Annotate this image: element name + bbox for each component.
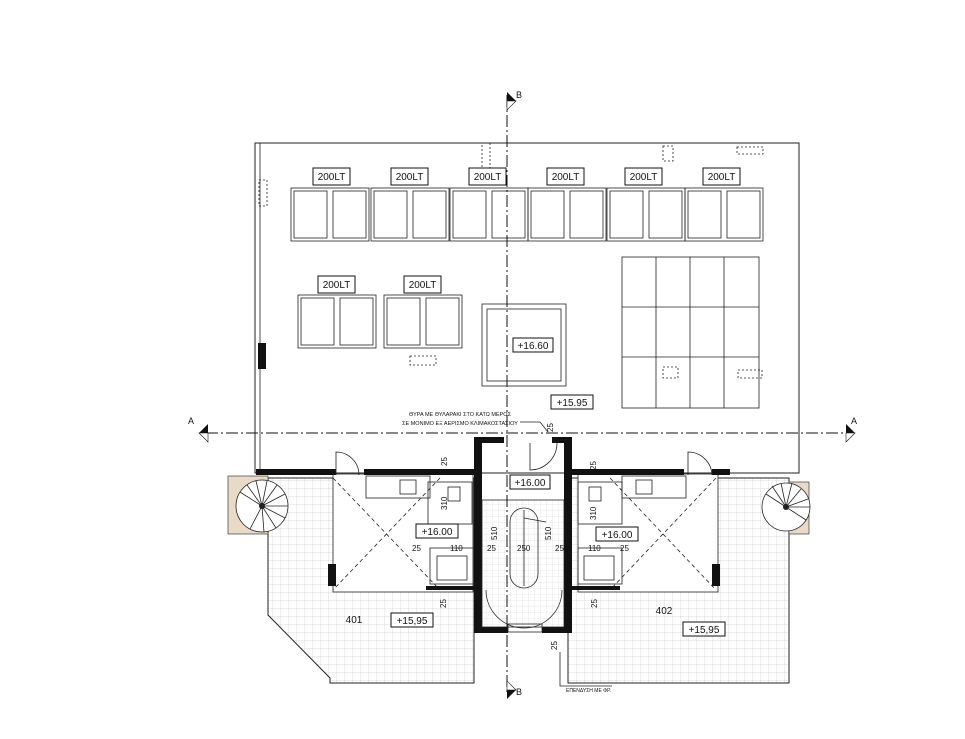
spiral-stair-left [227,475,289,535]
water-tank-6: 200LT [702,167,741,186]
dim-25: 25 [440,457,449,466]
level-stair-core: +16.00 [515,478,546,489]
section-b-top-label: B [516,90,522,100]
section-b-top-marker [507,92,516,101]
dim-25: 25 [590,599,599,608]
unit-401: 401 [346,615,363,626]
main-staircase [481,499,565,633]
water-tank-1: 200LT [312,167,351,186]
tank-label: 200LT [396,172,424,183]
water-tank-8: 200LT [403,275,442,294]
tank-label: 200LT [552,172,580,183]
section-a-right-label: A [851,416,857,426]
dim-25: 25 [487,544,496,553]
stair-roof-box: +16.60 [481,303,567,387]
dim-25: 25 [589,461,598,470]
water-tank-2: 200LT [390,167,429,186]
dim-25: 25 [546,423,555,432]
water-tank-7: 200LT [317,275,356,294]
dim-310: 310 [589,506,598,520]
dim-110: 110 [588,544,601,553]
level-terrace-right: +15,95 [689,625,720,636]
tank-label: 200LT [318,172,346,183]
unit-402: 402 [656,606,673,617]
dim-110: 110 [450,544,463,553]
water-tank-5: 200LT [624,167,663,186]
level-apt-right: +16.00 [602,530,633,541]
section-b-bottom-marker [507,690,516,699]
door-note-line2: ΣΕ ΜΟΝΙΜΟ ΕΞ ΑΕΡΙΣΜΟ ΚΛΙΜΑΚΟΣΤΑΣΙΟΥ [402,421,518,427]
section-a-left-marker [199,424,208,433]
section-a-right-marker [846,424,855,433]
dim-250: 250 [517,544,531,553]
section-a-left-label: A [188,416,194,426]
photovoltaic-array [621,256,763,409]
tank-label: 200LT [474,172,502,183]
tank-label: 200LT [323,280,351,291]
tank-label: 200LT [630,172,658,183]
solar-panels-top-row [290,187,764,242]
tank-label: 200LT [409,280,437,291]
covering-note: ΕΠΕΝΔΥΣΗ ΜΕ ΦΡ. [566,688,611,694]
dim-25: 25 [555,544,564,553]
dimensions: 25 110 25 250 25 110 25 25 310 510 510 2… [412,423,629,650]
water-tank-4: 200LT [546,167,585,186]
roof-outline [254,142,800,474]
walls [256,437,730,633]
level-roof-top: +16.60 [518,341,549,352]
dim-25: 25 [620,544,629,553]
level-roof: +15.95 [557,398,588,409]
solar-panels-middle-row [297,294,463,349]
dim-310: 310 [440,496,449,510]
tank-label: 200LT [708,172,736,183]
spiral-stair-right [761,481,811,535]
level-terrace-left: +15,95 [397,616,428,627]
level-apt-left: +16.00 [422,527,453,538]
dim-510: 510 [544,526,553,540]
door-note-line1: ΘΥΡΑ ΜΕ ΘΥΛΑΡΑΚΙ ΣΤΟ ΚΑΤΩ ΜΕΡΟΣ [409,412,512,418]
dim-25: 25 [550,641,559,650]
water-tank-3: 200LT [468,167,507,186]
dim-25: 25 [412,544,421,553]
dim-510: 510 [490,526,499,540]
dim-25: 25 [439,599,448,608]
section-b-bottom-label: B [516,687,522,697]
